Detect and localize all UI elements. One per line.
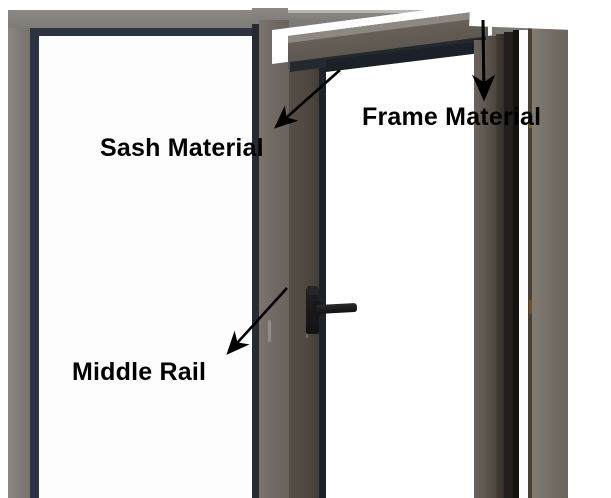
middle-rail-face	[289, 28, 319, 498]
stile-reflection-small	[306, 330, 308, 338]
center-stile-right-edge	[319, 28, 326, 498]
door-glass-panel	[326, 70, 474, 498]
right-jamb-strip-1	[474, 40, 486, 498]
jamb-detail-b	[529, 300, 532, 314]
jamb-detail-a	[529, 118, 532, 128]
center-stile-face	[259, 20, 289, 498]
right-jamb-strip-3	[496, 34, 504, 498]
right-jamb-strip-2	[486, 36, 496, 498]
right-jamb-strip-6	[528, 28, 532, 498]
right-outer-jamb	[532, 26, 568, 498]
frame-material-label: Frame Material	[362, 103, 542, 131]
middle-rail-label: Middle Rail	[72, 358, 207, 386]
center-stile-left-edge	[252, 24, 259, 498]
stile-reflection	[268, 320, 271, 342]
head-frame-highlight	[8, 10, 603, 13]
left-sash-top-edge	[30, 28, 273, 37]
sash-material-label: Sash Material	[100, 134, 264, 162]
handle-escutcheon-top	[307, 286, 318, 295]
left-glass-panel	[39, 36, 254, 498]
right-background	[568, 26, 611, 498]
right-jamb-strip-5	[513, 30, 519, 498]
right-jamb-gap	[519, 30, 528, 498]
left-panel-head-frame	[8, 10, 273, 30]
right-jamb-strip-4	[504, 32, 513, 498]
left-sash-edge	[30, 28, 39, 498]
